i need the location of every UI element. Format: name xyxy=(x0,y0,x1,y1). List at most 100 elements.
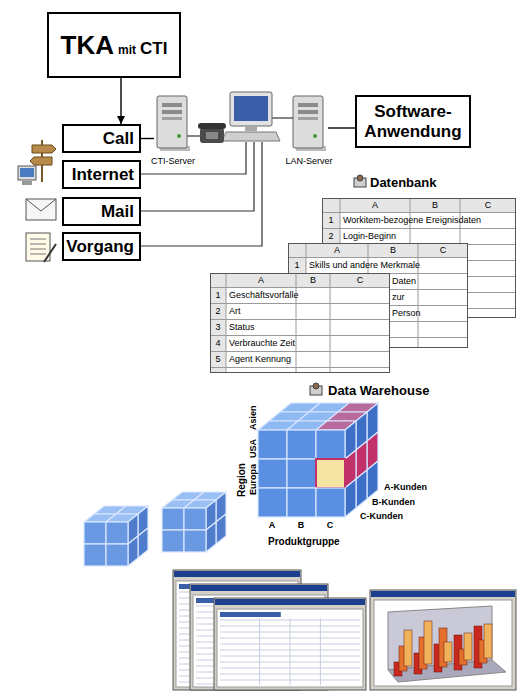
document-line xyxy=(30,239,46,240)
row-number: 2 xyxy=(210,305,226,317)
node-label: Vorgang xyxy=(66,237,134,256)
app-window xyxy=(214,598,366,690)
section-icon-figure xyxy=(357,175,363,181)
window-titlebar xyxy=(191,585,327,591)
drive-slot xyxy=(162,110,182,114)
pc-icon-base xyxy=(22,181,32,185)
table-header-row xyxy=(210,273,390,287)
table-cell: Verbrauchte Zeit xyxy=(229,337,295,349)
table-border xyxy=(211,274,390,373)
cube-front-cell xyxy=(184,508,206,530)
chart-bar xyxy=(464,633,472,660)
row-number: 1 xyxy=(322,214,340,226)
window-header xyxy=(220,612,281,617)
table-header-row xyxy=(288,243,468,257)
monitor-stand xyxy=(245,126,257,131)
column-header: C xyxy=(330,274,390,286)
node-label: CTI xyxy=(140,39,167,58)
drive-slot xyxy=(162,103,182,107)
channel-box: Internet xyxy=(62,160,141,189)
envelope-flap xyxy=(26,199,56,211)
pc-icon-screen xyxy=(20,168,34,177)
axis-title: Region xyxy=(236,463,248,497)
table-row-line xyxy=(322,212,516,213)
connector xyxy=(141,138,154,139)
axis-value: A xyxy=(265,520,279,531)
drive-slot xyxy=(298,117,318,120)
table-col-line xyxy=(259,618,260,685)
document-line xyxy=(30,244,46,245)
cube-front-cell xyxy=(162,508,184,530)
column-header: A xyxy=(306,244,368,256)
section-title: Data Warehouse xyxy=(328,383,429,398)
cube-side-cell xyxy=(356,470,367,508)
chart-back-wall xyxy=(388,606,492,670)
network-wire xyxy=(141,142,254,211)
column-header: A xyxy=(226,274,296,286)
cube-front-cell xyxy=(184,530,206,552)
cube-front-cell xyxy=(316,459,345,488)
table-row-line xyxy=(210,335,390,336)
axis-value: C xyxy=(323,520,337,531)
cube-front-cell xyxy=(84,522,106,544)
cube-front-cell xyxy=(162,530,184,552)
application-box: Software- Anwendung xyxy=(355,95,471,148)
table-cell: Person xyxy=(392,307,421,319)
connector xyxy=(328,127,355,128)
cube-side-cell xyxy=(216,514,226,544)
row-number: 1 xyxy=(288,259,306,271)
server-node: LAN-Server xyxy=(290,92,328,166)
table-row-line xyxy=(210,303,390,304)
axis-value: Europa xyxy=(248,464,259,495)
network-wire xyxy=(141,142,262,246)
row-number: 2 xyxy=(322,230,340,242)
server-tower xyxy=(157,96,187,148)
cube-side-cell xyxy=(138,528,148,558)
signpost-sign xyxy=(30,157,52,165)
axis-value: C-Kunden xyxy=(360,511,403,522)
cube-front-cell xyxy=(287,488,316,517)
table-row-line xyxy=(210,287,390,288)
server-node: CTI-Server xyxy=(154,92,192,166)
channel-box: Vorgang xyxy=(62,232,141,261)
telephone-keypad xyxy=(206,132,218,139)
cube-front-cell xyxy=(287,459,316,488)
window-titlebar xyxy=(371,591,515,597)
column-header: C xyxy=(460,199,516,211)
cube-front-cell xyxy=(258,430,287,459)
node-label: Call xyxy=(103,129,134,148)
olap-cube xyxy=(84,506,148,566)
column-header: A xyxy=(340,199,410,211)
column-header: B xyxy=(368,244,418,256)
cube-front-cell xyxy=(106,544,128,566)
chart-bar xyxy=(484,624,492,658)
node-label: Internet xyxy=(72,165,134,184)
axis-value: B xyxy=(294,520,308,531)
column-header: B xyxy=(410,199,460,211)
table-cell: Skills und andere Merkmale xyxy=(309,259,420,271)
cube-side-cell xyxy=(128,536,138,566)
table-col-line xyxy=(330,273,331,373)
cube-front-cell xyxy=(258,459,287,488)
olap-cube xyxy=(162,492,226,552)
table-col-line xyxy=(226,273,227,373)
node-label: Software- Anwendung xyxy=(364,102,461,141)
section-title: Datenbank xyxy=(370,175,436,190)
network-wire xyxy=(272,117,293,118)
network-wire xyxy=(141,142,246,174)
table-row-line xyxy=(210,367,390,368)
connector xyxy=(120,78,121,124)
table-row-line xyxy=(322,228,516,229)
chart-bar xyxy=(444,642,452,662)
server-tower xyxy=(293,96,323,148)
chart-bar xyxy=(424,621,432,664)
table-row-line xyxy=(210,351,390,352)
table-col-line xyxy=(290,618,291,685)
channel-box: Call xyxy=(62,124,141,153)
table-cell: Login-Beginn xyxy=(343,230,396,242)
row-number: 4 xyxy=(210,337,226,349)
table-cell: Daten xyxy=(392,275,416,287)
table-cell: Workitem-bezogene Ereignisdaten xyxy=(343,214,481,226)
window-titlebar xyxy=(174,571,300,577)
